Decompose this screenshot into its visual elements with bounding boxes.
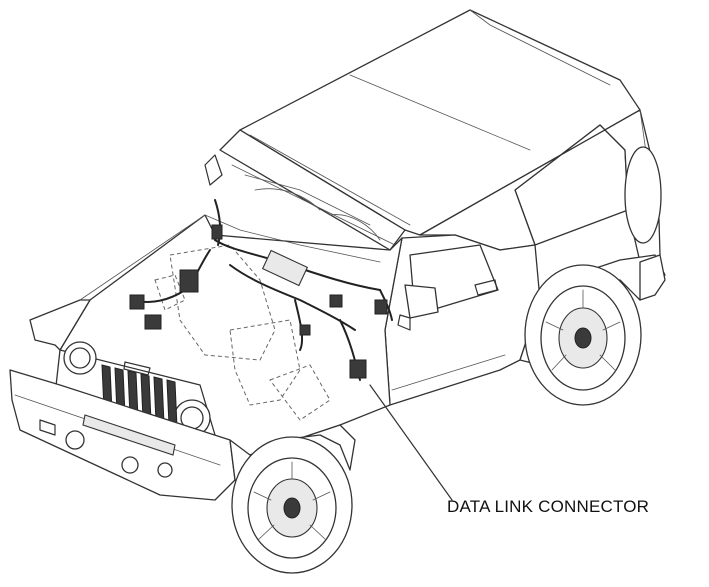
front-wheel <box>229 424 356 574</box>
data-link-connector-label: DATA LINK CONNECTOR <box>447 497 650 516</box>
connector-block <box>329 294 343 308</box>
connector-block <box>129 294 145 310</box>
side-mirror <box>397 284 439 331</box>
driver-door <box>384 234 541 406</box>
brand-emblem <box>123 361 151 376</box>
front-bumper <box>9 369 236 501</box>
callout-leader-line <box>369 384 453 501</box>
harness-bundle <box>261 249 309 287</box>
connector-block <box>211 224 223 240</box>
wiring-harness <box>129 199 393 381</box>
windshield <box>204 129 406 251</box>
connector-block <box>349 359 367 379</box>
connector-block <box>144 314 162 330</box>
hard-top <box>239 9 662 263</box>
connector-block <box>374 299 388 315</box>
connector-block <box>299 324 311 336</box>
spare-tire <box>624 146 662 244</box>
rear-wheel <box>524 264 642 406</box>
connector-block <box>179 269 199 293</box>
